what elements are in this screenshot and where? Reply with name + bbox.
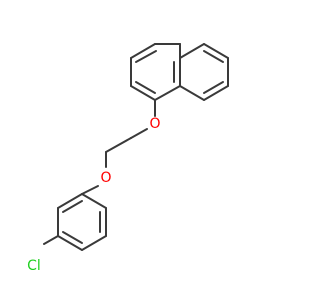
bond-p6 [57,193,83,209]
bond-a4 [130,85,156,101]
bond-b4 [203,85,229,101]
bond-b2-inner [203,50,224,63]
oxygen-upper-label: O [149,116,160,132]
bond-p4-inner [62,231,83,244]
bond-ch2-ch2 [105,137,132,153]
bond-b4-inner [203,81,224,94]
molecule-canvas: O O Cl [27,43,229,274]
bond-b1 [179,43,205,59]
bond-o-phenyl [81,185,99,195]
structure-drawing: O O Cl [27,43,229,274]
chlorine-label: Cl [27,258,41,274]
bond-a2 [130,43,156,59]
bond-c-cl [43,235,59,245]
bond-b2 [203,43,229,59]
bond-a5 [154,85,181,101]
bonds [43,43,229,251]
bond-p3 [81,235,107,251]
bond-p1 [81,193,107,209]
bond-p4 [57,235,83,251]
bond-o-ch2 [130,128,148,139]
bond-p6-inner [62,200,83,213]
oxygen-lower-label: O [100,170,111,186]
bond-a4-inner [135,81,156,94]
bond-b5 [179,85,205,101]
bond-a2-inner [135,50,157,63]
atom-labels: O O Cl [27,116,160,274]
